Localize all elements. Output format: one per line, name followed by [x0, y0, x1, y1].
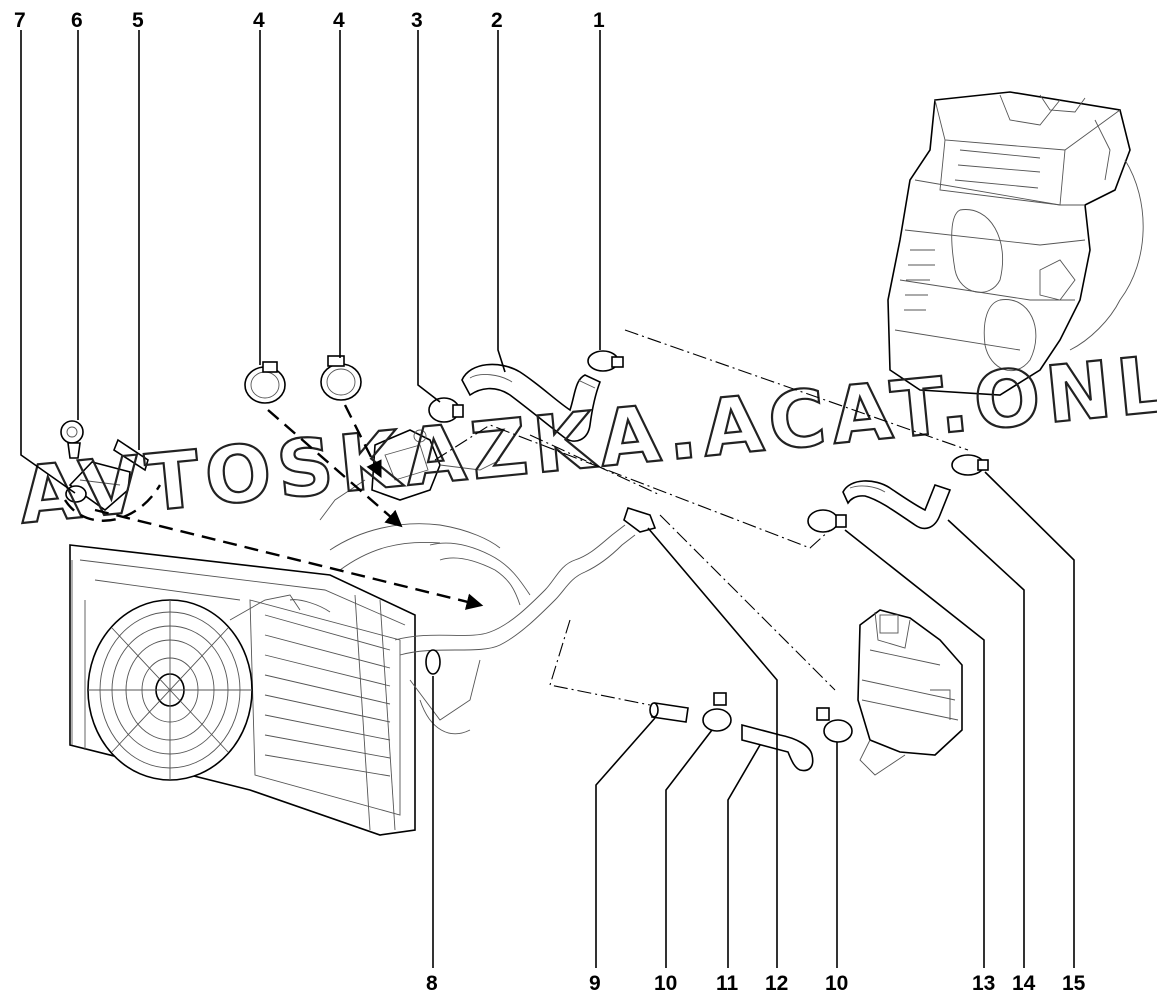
callout-15: 15 [1062, 972, 1086, 995]
callout-6: 6 [71, 9, 83, 32]
heater-unit-drawing [887, 91, 1144, 396]
callout-numbers: 7 6 5 4 4 3 2 1 8 9 10 11 12 10 13 14 15 [14, 9, 1086, 995]
heater-hose-2-drawing [461, 363, 602, 442]
hose-12-drawing [623, 506, 657, 533]
callout-10-right: 10 [825, 972, 848, 995]
radiator-hoses-drawing [329, 523, 636, 735]
clamps-drawing [244, 350, 989, 743]
callout-10-left: 10 [654, 972, 677, 995]
radiator-fan-assembly-drawing [69, 544, 416, 836]
callout-14: 14 [1012, 972, 1036, 995]
callout-12: 12 [765, 972, 788, 995]
sensor-bracket-drawing [60, 420, 149, 512]
callout-3: 3 [411, 9, 423, 32]
callout-8: 8 [426, 972, 438, 995]
callout-9: 9 [589, 972, 601, 995]
heater-hose-14-drawing [842, 480, 952, 530]
assembly-arrows [63, 404, 484, 610]
callout-11: 11 [716, 972, 739, 995]
routing-lines [434, 329, 969, 706]
callout-5: 5 [132, 9, 144, 32]
leader-lines [20, 30, 1075, 968]
callout-4-right: 4 [333, 9, 345, 32]
callout-7: 7 [14, 9, 26, 32]
expansion-tank-drawing [857, 609, 963, 776]
callout-1: 1 [593, 9, 605, 32]
callout-4-left: 4 [253, 9, 265, 32]
fitting-9-drawing [649, 702, 689, 723]
callout-2: 2 [491, 9, 503, 32]
callout-13: 13 [972, 972, 995, 995]
